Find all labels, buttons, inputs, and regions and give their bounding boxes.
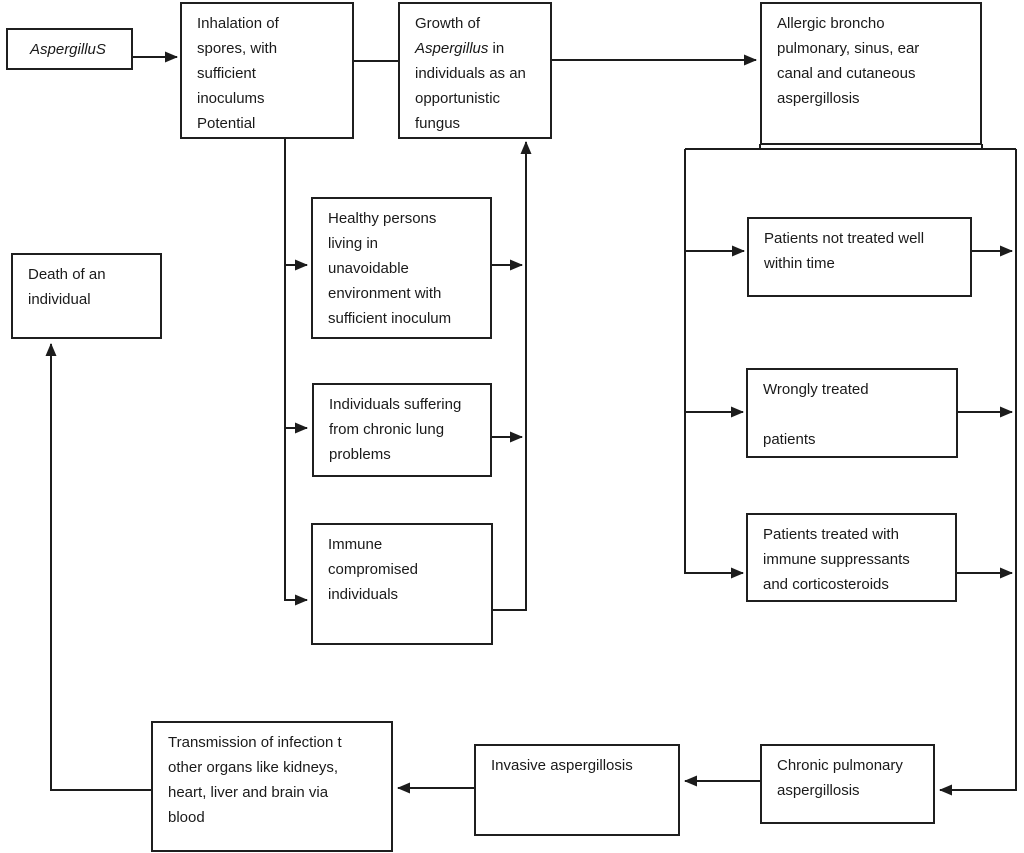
node-patients-not-treated: Patients not treated well within time bbox=[747, 217, 972, 297]
node-inhalation: Inhalation of spores, with sufficient in… bbox=[180, 2, 354, 139]
node-transmission-label: Transmission of infection t other organs… bbox=[168, 734, 342, 826]
node-immunocompromised-label: Immune compromised individuals bbox=[328, 536, 419, 603]
node-chronic-pulmonary: Chronic pulmonary aspergillosis bbox=[760, 744, 935, 824]
node-healthy-persons-label: Healthy persons living in unavoidable en… bbox=[328, 210, 452, 327]
node-immune-suppressants: Patients treated with immune suppressant… bbox=[746, 513, 957, 602]
node-growth-label: Growth of Aspergillus in individuals as … bbox=[415, 15, 526, 132]
node-aspergillus-label: AspergilluS bbox=[30, 40, 106, 58]
node-inhalation-label: Inhalation of spores, with sufficient in… bbox=[197, 15, 279, 132]
node-wrongly-treated: Wrongly treated patients bbox=[746, 368, 958, 458]
edge-immune-growth bbox=[493, 141, 532, 611]
node-transmission: Transmission of infection t other organs… bbox=[151, 721, 393, 852]
node-immunocompromised: Immune compromised individuals bbox=[311, 523, 493, 645]
node-invasive-aspergillosis-label: Invasive aspergillosis bbox=[491, 757, 633, 774]
node-aspergillus: AspergilluS bbox=[6, 28, 133, 70]
node-allergic-aspergillosis-label: Allergic broncho pulmonary, sinus, ear c… bbox=[777, 15, 920, 107]
edge-transmission-death bbox=[45, 343, 151, 791]
node-chronic-lung-problems: Individuals suffering from chronic lung … bbox=[312, 383, 492, 477]
node-healthy-persons: Healthy persons living in unavoidable en… bbox=[311, 197, 492, 339]
node-invasive-aspergillosis: Invasive aspergillosis bbox=[474, 744, 680, 836]
edge-rail-chronic-pulmonary bbox=[939, 149, 1017, 796]
node-death-label: Death of an individual bbox=[28, 266, 106, 308]
edge-allergic-suppressants bbox=[684, 149, 744, 579]
node-chronic-lung-problems-label: Individuals suffering from chronic lung … bbox=[329, 396, 462, 463]
node-wrongly-treated-label: Wrongly treated patients bbox=[763, 381, 869, 448]
node-chronic-pulmonary-label: Chronic pulmonary aspergillosis bbox=[777, 757, 903, 799]
node-allergic-aspergillosis: Allergic broncho pulmonary, sinus, ear c… bbox=[760, 2, 982, 145]
node-growth: Growth of Aspergillus in individuals as … bbox=[398, 2, 552, 139]
node-patients-not-treated-label: Patients not treated well within time bbox=[764, 230, 925, 272]
node-immune-suppressants-label: Patients treated with immune suppressant… bbox=[763, 526, 910, 593]
edge-inhalation-immune bbox=[284, 139, 308, 606]
node-death: Death of an individual bbox=[11, 253, 162, 339]
